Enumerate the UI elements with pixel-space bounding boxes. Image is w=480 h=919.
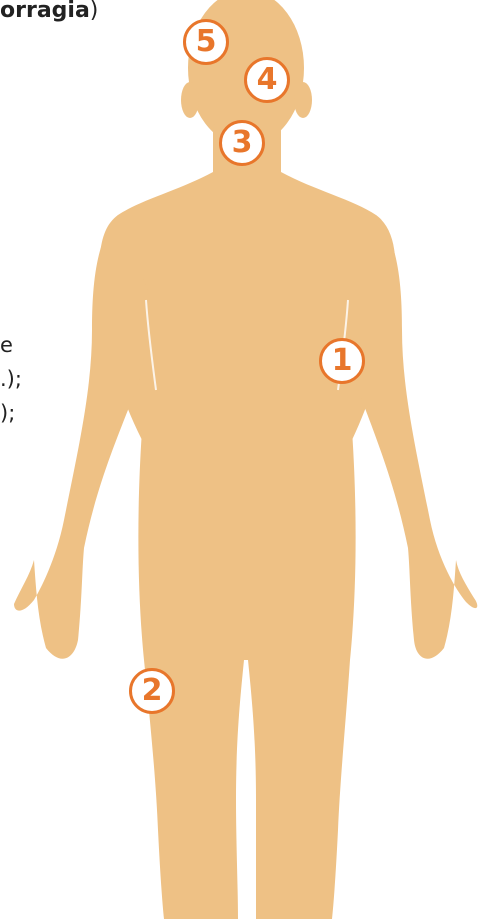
cropped-text-line-2: .); [0,369,22,390]
cropped-text-line-3: ); [0,403,15,424]
right-ear-shape [294,82,312,118]
cropped-heading-fragment: orragia) [0,0,98,22]
cropped-heading-tail: ) [90,0,99,23]
left-arm-shape [14,215,149,659]
location-marker-5: 5 [183,19,229,65]
location-marker-3: 3 [219,120,265,166]
legs-shape [138,430,355,919]
cropped-heading-bold: orragia [0,0,90,23]
cropped-text-line-1: e [0,335,13,356]
location-marker-4: 4 [244,57,290,103]
right-arm-shape [345,215,477,659]
location-marker-2: 2 [129,668,175,714]
location-marker-1: 1 [319,338,365,384]
left-ear-shape [181,82,199,118]
